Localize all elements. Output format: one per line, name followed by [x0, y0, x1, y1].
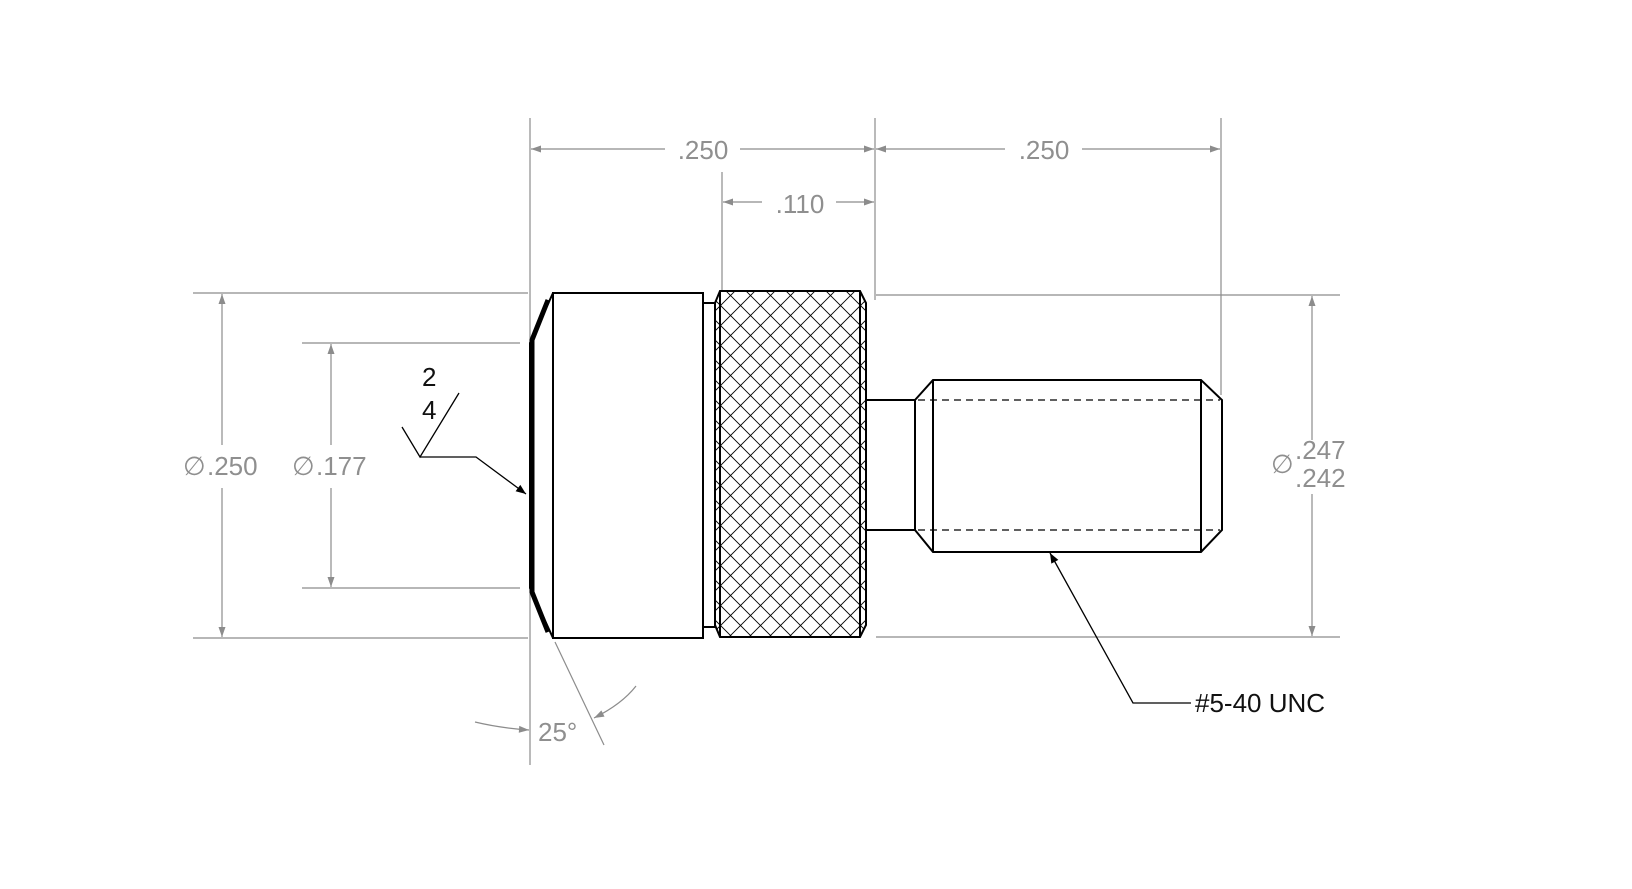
- knurl-line: [715, 419, 866, 572]
- knurl-line: [715, 519, 866, 637]
- knurl-line: [715, 291, 866, 392]
- knurl-line: [715, 579, 866, 637]
- knurl-line: [715, 291, 866, 312]
- knurl-line: [715, 439, 866, 592]
- surface-finish-top: 2: [422, 362, 436, 392]
- angle-arc-right: [593, 685, 637, 719]
- dimension-labels: .250 .250 .110 ∅ .250 ∅ .177 ∅ .247 .242…: [183, 135, 1346, 747]
- knurl-line: [715, 319, 866, 472]
- knurl-line: [715, 299, 866, 452]
- knurl-line: [715, 291, 866, 432]
- knurl-line: [715, 640, 866, 791]
- knurl-line: [715, 399, 866, 552]
- dia-outer-symbol-icon: ∅: [183, 451, 206, 481]
- surface-finish-bottom: 4: [422, 395, 436, 425]
- extension-lines: [193, 118, 1340, 765]
- knurl-line: [715, 291, 866, 352]
- dim-knurl-length: .110: [776, 189, 825, 219]
- dia-right-symbol-icon: ∅: [1271, 449, 1294, 479]
- leaders: [401, 392, 1191, 704]
- knurl-line: [715, 619, 866, 637]
- part-body: [529, 290, 1223, 639]
- knurl-line: [715, 459, 866, 612]
- knurl-line: [715, 291, 866, 352]
- knurl-line: [715, 379, 866, 532]
- knurl-line: [715, 100, 866, 251]
- note-labels: 2 4 #5-40 UNC: [422, 362, 1325, 718]
- knurl-line: [715, 660, 866, 811]
- knurl-pattern: [715, 100, 866, 811]
- knurl-line: [715, 559, 866, 637]
- dim-dia-face: .177: [316, 451, 367, 481]
- knurl-line: [715, 291, 866, 332]
- knurl-line: [715, 539, 866, 637]
- dia-face-symbol-icon: ∅: [292, 451, 315, 481]
- threaded-stud: [914, 379, 1223, 553]
- thread-leader: [1049, 552, 1191, 704]
- knurl-line: [715, 291, 866, 312]
- knurl-line: [715, 599, 866, 637]
- knurl-line: [715, 291, 866, 332]
- knurl-line: [715, 660, 866, 811]
- knurl-line: [715, 499, 866, 637]
- head-neck: [703, 302, 716, 628]
- dimension-lines: [218, 145, 1316, 733]
- angle-arc-left: [474, 721, 530, 733]
- knurl-line: [715, 291, 866, 372]
- knurl-line: [715, 100, 866, 251]
- knurl-line: [715, 599, 866, 637]
- knurl-line: [715, 619, 866, 637]
- dim-length-left: .250: [678, 135, 729, 165]
- dim-dia-outer: .250: [207, 451, 258, 481]
- thread-callout: #5-40 UNC: [1195, 688, 1325, 718]
- knurl-line: [715, 479, 866, 632]
- knurl-line: [715, 359, 866, 512]
- dim-length-right: .250: [1019, 135, 1070, 165]
- knurl-line: [715, 339, 866, 492]
- knurl-line: [715, 640, 866, 791]
- knurl-line: [715, 579, 866, 637]
- surface-finish-leader: [420, 456, 527, 495]
- dim-dia-right-upper: .247: [1295, 435, 1346, 465]
- dim-dia-right-lower: .242: [1295, 463, 1346, 493]
- head-cylinder: [552, 292, 704, 639]
- knurl-line: [715, 291, 866, 412]
- chamfer-face-heavy: [529, 299, 551, 633]
- dim-chamfer-angle: 25°: [538, 717, 577, 747]
- shank-neck: [866, 399, 916, 531]
